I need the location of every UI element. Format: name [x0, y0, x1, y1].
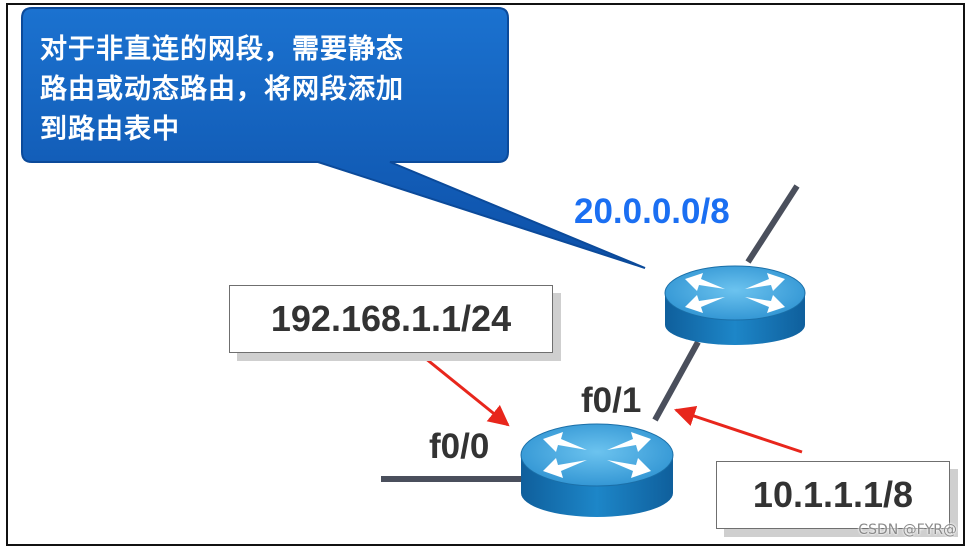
callout-text: 对于非直连的网段，需要静态 路由或动态路由，将网段添加 到路由表中	[40, 34, 404, 145]
watermark: CSDN @FYR@	[858, 522, 957, 538]
arrow-192-to-f0-0	[424, 356, 510, 427]
router-icon	[520, 423, 674, 517]
f0-1-ip-box: 10.1.1.1/8	[716, 461, 950, 529]
remote-network-label: 20.0.0.0/8	[574, 192, 730, 231]
router-to-router-link	[652, 340, 701, 422]
f0-0-ip-box: 192.168.1.1/24	[229, 285, 553, 353]
interface-f0-1-label: f0/1	[581, 381, 642, 420]
arrow-10-to-f0-1	[674, 406, 803, 454]
callout-bubble	[21, 7, 646, 269]
interface-f0-0-label: f0/0	[429, 427, 490, 466]
router-icon	[664, 265, 806, 345]
remote-network-link	[745, 184, 800, 264]
